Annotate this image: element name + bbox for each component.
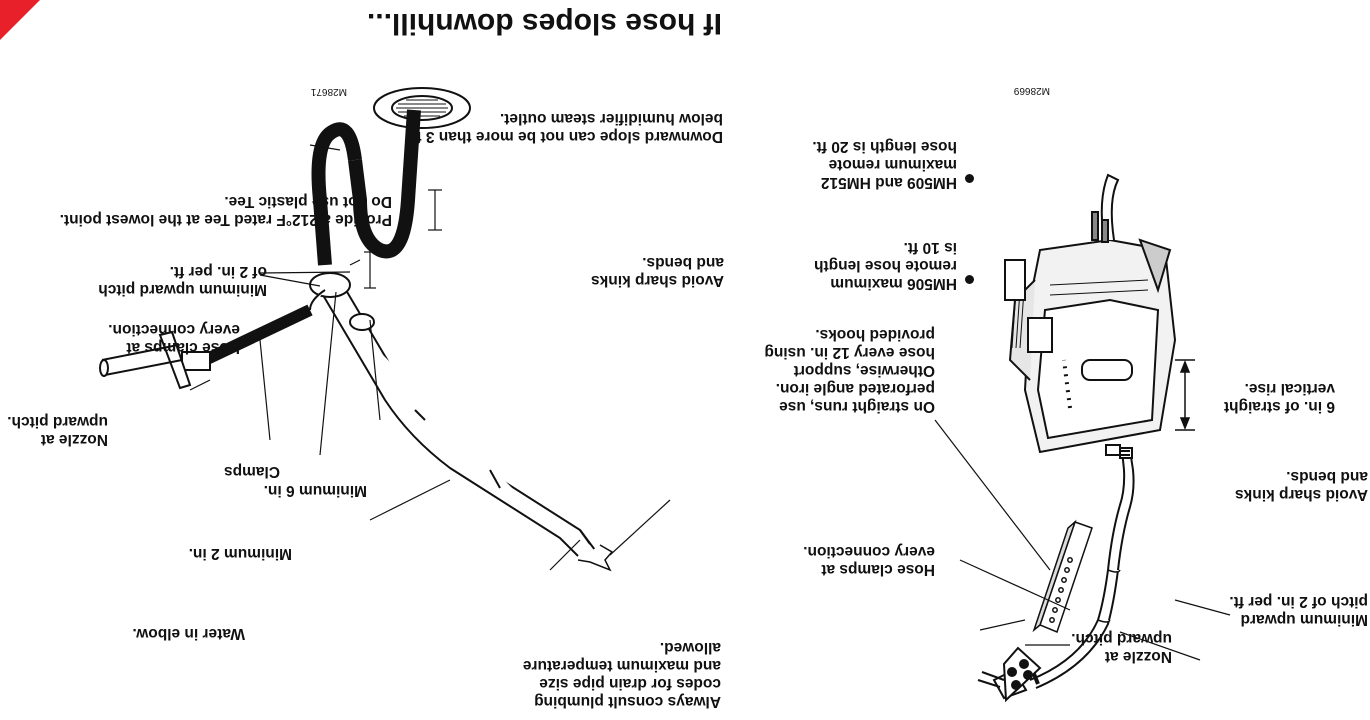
angle-iron	[1032, 519, 1093, 633]
min-2in-label: Minimum 2 in.	[188, 545, 292, 562]
tee-note-label: Provide a 212°F rated Tee at the lowest …	[59, 193, 392, 228]
nozzle-label-right: Nozzle at upward pitch.	[7, 413, 108, 448]
nozzle-left	[977, 646, 1042, 703]
straight-runs-label: On straight runs, use perforated angle i…	[764, 326, 935, 415]
rise-dimension	[1175, 359, 1195, 431]
avoid-kinks-label-left: Avoid sharp kinks and bends.	[1235, 468, 1368, 503]
hm509-label: HM509 and HM512 maximum remote hose leng…	[812, 138, 957, 191]
hose-clamps-label-left: Hose clamps at every connection.	[803, 543, 935, 578]
hm506-label: HM506 maximum remote hose length is 10 f…	[814, 239, 957, 292]
section-heading: If hose slopes downhill...	[366, 7, 722, 40]
leader-lines-right	[189, 144, 671, 571]
vertical-rise-label: 6 in. of straight vertical rise.	[1223, 380, 1335, 415]
nozzle-label-left: Nozzle at upward pitch.	[1071, 630, 1172, 665]
hm509-bullet	[965, 174, 974, 183]
min-6in-label: Minimum 6 in.	[263, 482, 367, 499]
hm506-bullet	[965, 275, 974, 284]
hose-clamps-left	[1032, 569, 1121, 685]
minimum-pitch-label-right: Minimum upward pitch of 2 in. per ft.	[98, 263, 267, 298]
humidifier-unit	[1004, 173, 1177, 456]
corner-tab	[0, 0, 40, 40]
avoid-kinks-label-right: Avoid sharp kinks and bends.	[591, 254, 724, 289]
downward-slope-label: Downward slope can not be more than 3 ft…	[411, 110, 723, 145]
nozzle-right	[99, 330, 211, 390]
hose-and-tee	[309, 272, 614, 572]
hose-clamps-label-right: Hose clamps at every connection.	[108, 321, 240, 356]
figure-id-left: M28669	[1013, 85, 1050, 96]
black-hose	[202, 304, 313, 366]
minimum-pitch-label-left: Minimum upward pitch of 2 in. per ft.	[1229, 593, 1368, 628]
clamps-label: Clamps	[224, 463, 280, 480]
water-elbow-label: Water in elbow.	[132, 625, 245, 642]
figure-id-right: M28671	[310, 86, 347, 97]
drain-note-label: Always consult plumbing codes for drain …	[522, 639, 721, 710]
dimension-marks-right	[364, 189, 442, 289]
leader-lines-left	[934, 419, 1231, 661]
